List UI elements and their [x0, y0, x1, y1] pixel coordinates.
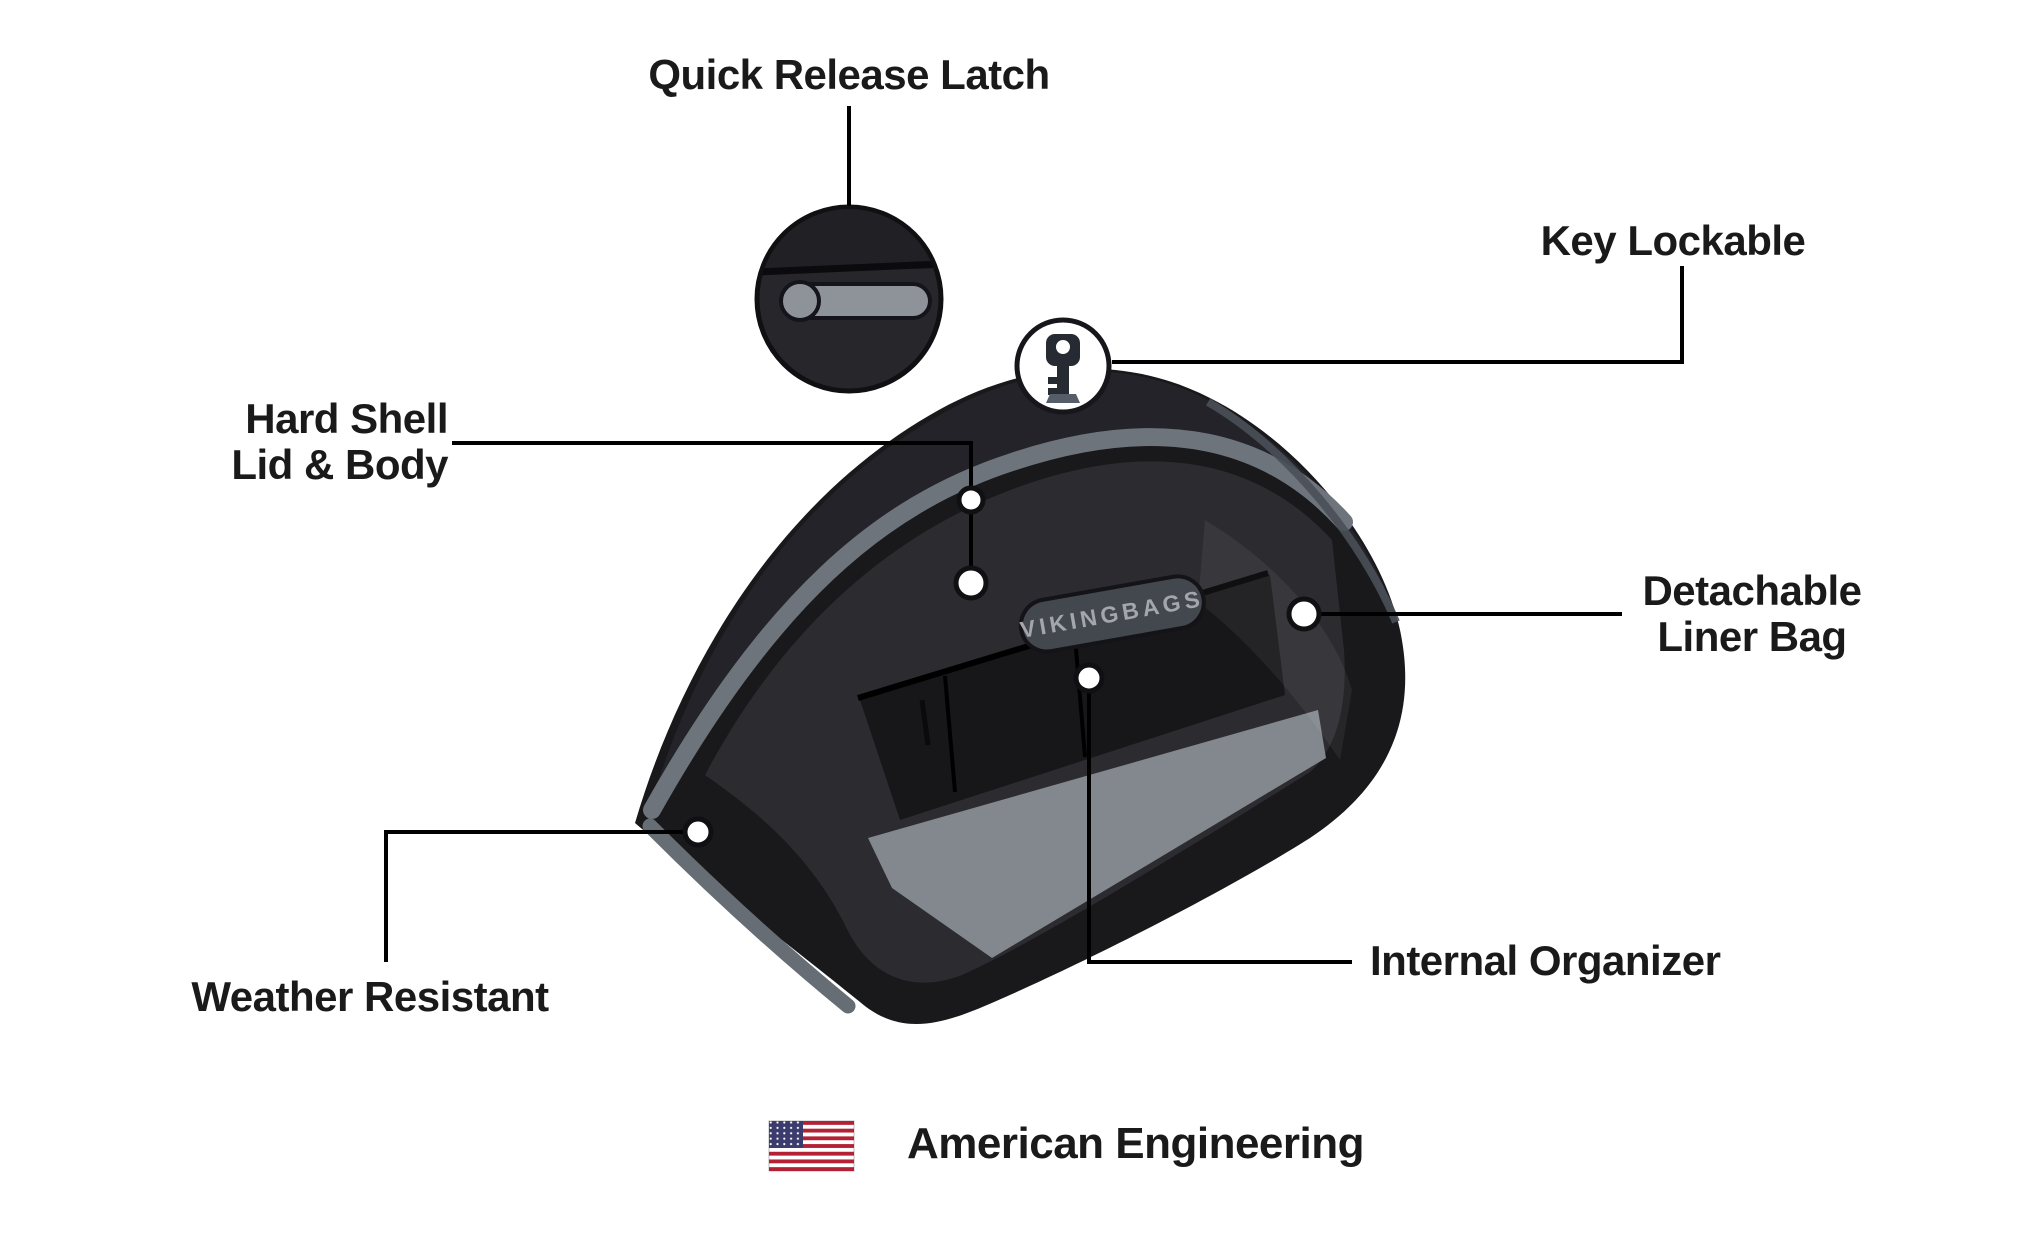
label-hard-shell-line1: Hard Shell: [245, 395, 448, 442]
callout-markers: [682, 485, 1322, 848]
callout-marker-hard-shell-lid: [956, 485, 986, 515]
interior-gray-band: [868, 710, 1326, 958]
key-lockable-icon: [1014, 317, 1112, 415]
label-weather-resistant: Weather Resistant: [191, 973, 549, 1020]
brand-badge: VIKINGBAGS: [1018, 574, 1206, 654]
organizer-divider-right: [1073, 636, 1087, 758]
lid-rim-trim: [643, 428, 1353, 819]
label-detachable-liner-bag: Detachable Liner Bag: [1632, 567, 1872, 661]
zipper-pull: [919, 699, 931, 746]
label-hard-shell-line2: Lid & Body: [231, 441, 448, 489]
label-internal-organizer: Internal Organizer: [1370, 937, 1721, 984]
us-flag-icon: [768, 1120, 855, 1172]
callout-lines: [384, 106, 1684, 964]
latch-seam: [759, 260, 939, 276]
latch-handle-knob: [779, 280, 821, 322]
latch-detail-inset: [754, 204, 944, 394]
latch-inset-upper: [759, 209, 939, 269]
label-key-lockable: Key Lockable: [1540, 217, 1806, 264]
callout-line-hard-shell: [452, 441, 973, 576]
label-detachable-line1: Detachable: [1642, 567, 1862, 614]
organizer-divider-left: [943, 675, 957, 793]
label-american-engineering: American Engineering: [907, 1119, 1365, 1168]
callout-marker-detachable: [1286, 596, 1322, 632]
top-right-trim: [1206, 398, 1400, 624]
saddlebag-illustration: VIKINGBAGS: [635, 368, 1406, 1025]
callout-marker-weather: [682, 816, 714, 848]
label-detachable-line2: Liner Bag: [1657, 613, 1847, 661]
label-hard-shell: Hard Shell Lid & Body: [231, 395, 448, 489]
internal-organizer-panel: [860, 575, 1285, 820]
label-quick-release-latch: Quick Release Latch: [648, 51, 1050, 98]
callout-line-weather: [384, 830, 684, 962]
callout-marker-hard-shell-body: [953, 565, 989, 601]
callout-line-key-lockable: [1112, 266, 1684, 364]
callout-line-internal: [1087, 692, 1352, 964]
gloss-highlight: [1198, 520, 1352, 760]
callout-marker-internal: [1073, 662, 1105, 694]
lower-left-trim: [642, 818, 856, 1014]
